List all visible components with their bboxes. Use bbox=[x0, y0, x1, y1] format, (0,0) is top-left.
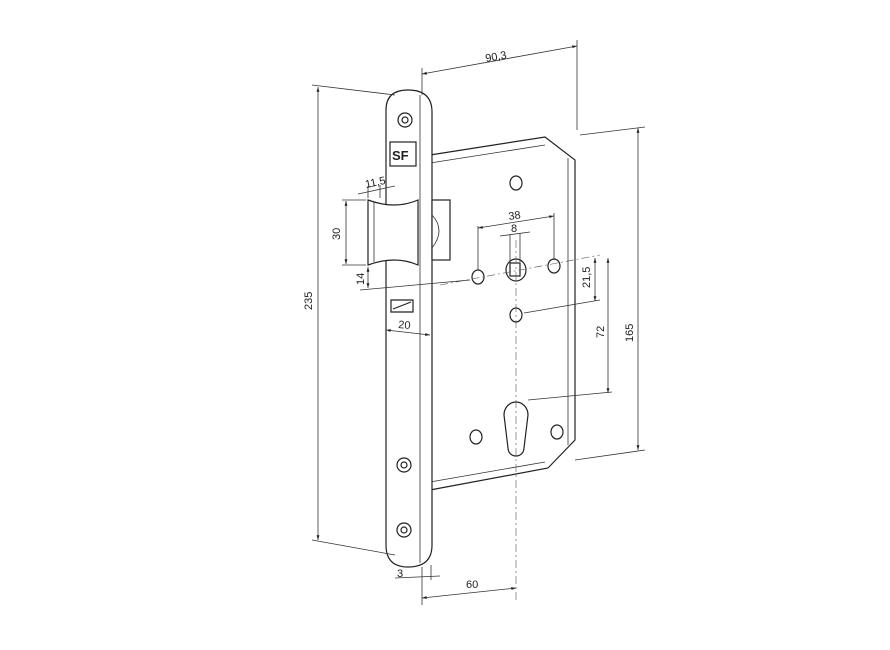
brand-logo: SF bbox=[389, 141, 417, 167]
dim-165: 165 bbox=[624, 324, 636, 342]
dim-72: 72 bbox=[595, 326, 607, 338]
mounting-hole bbox=[550, 424, 564, 440]
dim-21-5: 21,5 bbox=[581, 267, 593, 288]
spindle-square bbox=[509, 262, 521, 277]
dim-60: 60 bbox=[466, 579, 478, 591]
dim-8: 8 bbox=[511, 223, 517, 235]
dim-38: 38 bbox=[508, 209, 522, 223]
dim-235: 235 bbox=[303, 292, 315, 310]
mounting-hole bbox=[509, 175, 523, 191]
dim-30: 30 bbox=[331, 228, 343, 240]
dim-90-3: 90,3 bbox=[484, 49, 507, 65]
faceplate-screw-hole bbox=[397, 112, 413, 128]
faceplate-screw-hole bbox=[396, 522, 412, 538]
dim-3: 3 bbox=[397, 568, 403, 580]
mounting-hole bbox=[469, 429, 483, 445]
svg-text:SF: SF bbox=[392, 148, 409, 163]
dim-20: 20 bbox=[398, 319, 411, 332]
dimension-lines bbox=[311, 40, 646, 605]
dim-14: 14 bbox=[355, 273, 367, 285]
cylinder-hole bbox=[503, 401, 529, 457]
latch-bolt bbox=[367, 199, 451, 266]
anti-tamper-slot bbox=[390, 299, 414, 313]
case-holes bbox=[439, 175, 601, 600]
faceplate-screw-hole bbox=[396, 457, 412, 473]
dim-11-5: 11,5 bbox=[364, 175, 387, 191]
